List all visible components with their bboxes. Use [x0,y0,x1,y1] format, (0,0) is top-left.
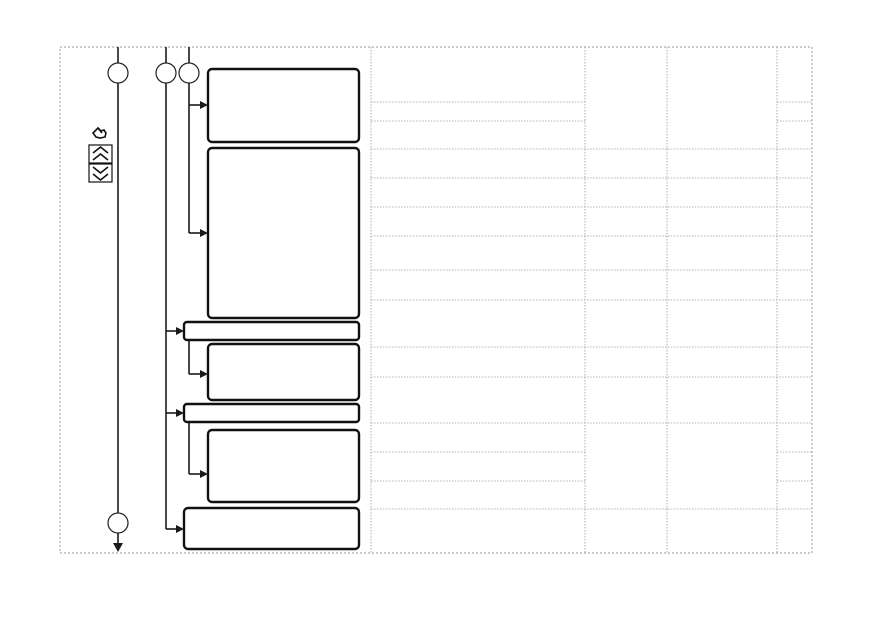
connector-node[interactable] [155,62,177,84]
connector-node[interactable] [107,62,129,84]
branch-a [155,47,184,533]
arrow-icon [200,229,208,237]
connector-node[interactable] [107,512,129,534]
process-bar[interactable] [182,402,361,424]
main-lifeline [107,47,129,552]
connector-node[interactable] [178,62,200,84]
process-box[interactable] [206,342,361,402]
hand-pointer-icon[interactable] [91,126,107,139]
diagram-nodes [182,67,361,551]
collapse-down-icon[interactable] [88,163,113,183]
branch-b [178,47,208,237]
sub-branch-2 [188,422,208,478]
process-box[interactable] [206,146,361,320]
grid-rows [371,101,812,510]
arrow-icon [176,327,184,335]
process-box[interactable] [206,67,361,144]
expand-up-icon[interactable] [88,144,113,164]
sub-branch-1 [188,340,208,378]
process-box[interactable] [206,428,361,504]
arrow-icon [200,370,208,378]
arrow-icon [176,409,184,417]
diagram-frame [59,46,813,554]
main-lifeline-arrow [113,543,123,552]
arrow-icon [200,101,208,109]
arrow-icon [176,525,184,533]
arrow-icon [200,470,208,478]
diagram-controls [88,126,113,183]
process-box[interactable] [182,506,361,551]
process-bar[interactable] [182,320,361,342]
